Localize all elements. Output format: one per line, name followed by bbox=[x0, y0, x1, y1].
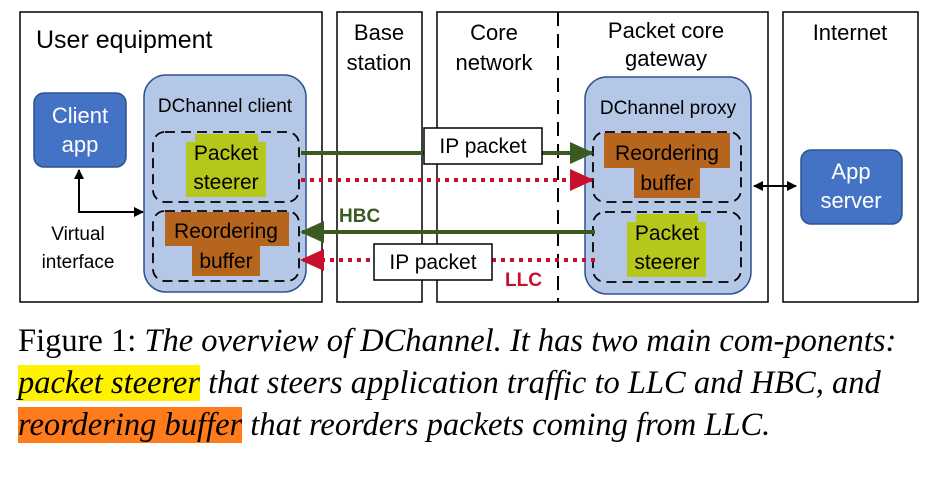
hbc-label: HBC bbox=[339, 206, 380, 227]
client-buffer-dashed-box bbox=[152, 210, 300, 282]
proxy-buffer-label-line2: buffer bbox=[640, 172, 693, 195]
client-buffer-label-line2: buffer bbox=[199, 250, 252, 273]
figure-caption: Figure 1: The overview of DChannel. It h… bbox=[18, 320, 923, 446]
ip-packet-box-bottom bbox=[373, 243, 493, 281]
caption-prefix: Figure 1: bbox=[18, 323, 145, 359]
client-app-label-line1: Client bbox=[52, 103, 108, 128]
client-app-box bbox=[33, 92, 127, 168]
dchannel-client-title: DChannel client bbox=[158, 96, 293, 117]
core-network-label-line1: Core bbox=[470, 20, 518, 45]
client-steerer-dashed-box bbox=[152, 131, 300, 203]
internet-region bbox=[782, 11, 919, 303]
virtual-interface-label-line1: Virtual bbox=[51, 224, 105, 245]
user-equipment-label: User equipment bbox=[36, 26, 213, 54]
client-buffer-shape bbox=[165, 212, 289, 276]
core-network-label-line2: network bbox=[455, 50, 533, 75]
base-station-label-line2: station bbox=[347, 50, 412, 75]
gateway-label-line2: gateway bbox=[625, 46, 707, 71]
app-server-label-line1: App bbox=[831, 159, 870, 184]
proxy-buffer-dashed-box bbox=[592, 131, 742, 203]
caption-text-part2: that steers application traffic to LLC a… bbox=[199, 365, 881, 401]
caption-text-part3: that reorders packets coming from LLC. bbox=[242, 407, 771, 443]
base-station-label-line1: Base bbox=[354, 20, 404, 45]
dchannel-proxy-title: DChannel proxy bbox=[600, 98, 737, 119]
proxy-steerer-dashed-box bbox=[592, 211, 742, 283]
client-steerer-shape bbox=[186, 134, 266, 197]
client-steerer-label-line2: steerer bbox=[193, 171, 258, 194]
client-buffer-label-line1: Reordering bbox=[174, 220, 278, 243]
caption-text-part1: The overview of DChannel. It has two mai… bbox=[144, 323, 897, 359]
proxy-steerer-shape bbox=[627, 214, 706, 277]
caption-highlight-reordering-buffer: reordering buffer bbox=[18, 407, 243, 443]
proxy-steerer-label-line2: steerer bbox=[634, 251, 699, 274]
proxy-buffer-label-line1: Reordering bbox=[615, 142, 719, 165]
app-server-box bbox=[800, 149, 903, 225]
user-equipment-region bbox=[19, 11, 323, 303]
proxy-buffer-shape bbox=[604, 133, 730, 198]
dchannel-diagram: User equipment Base station Core network… bbox=[19, 11, 919, 303]
proxy-steerer-label-line1: Packet bbox=[635, 222, 699, 245]
base-station-region bbox=[336, 11, 423, 303]
caption-highlight-packet-steerer: packet steerer bbox=[18, 365, 200, 401]
client-app-label-line2: app bbox=[62, 132, 99, 157]
client-steerer-label-line1: Packet bbox=[194, 142, 258, 165]
virtual-interface-label-line2: interface bbox=[42, 252, 115, 273]
app-server-label-line2: server bbox=[820, 188, 881, 213]
ip-packet-label-top: IP packet bbox=[439, 135, 526, 158]
virtual-interface-connector bbox=[74, 169, 144, 217]
internet-label: Internet bbox=[813, 20, 888, 45]
gateway-label-line1: Packet core bbox=[608, 18, 724, 43]
ip-packet-box-top bbox=[423, 127, 543, 165]
ip-packet-label-bottom: IP packet bbox=[389, 251, 476, 274]
llc-label: LLC bbox=[505, 270, 542, 291]
